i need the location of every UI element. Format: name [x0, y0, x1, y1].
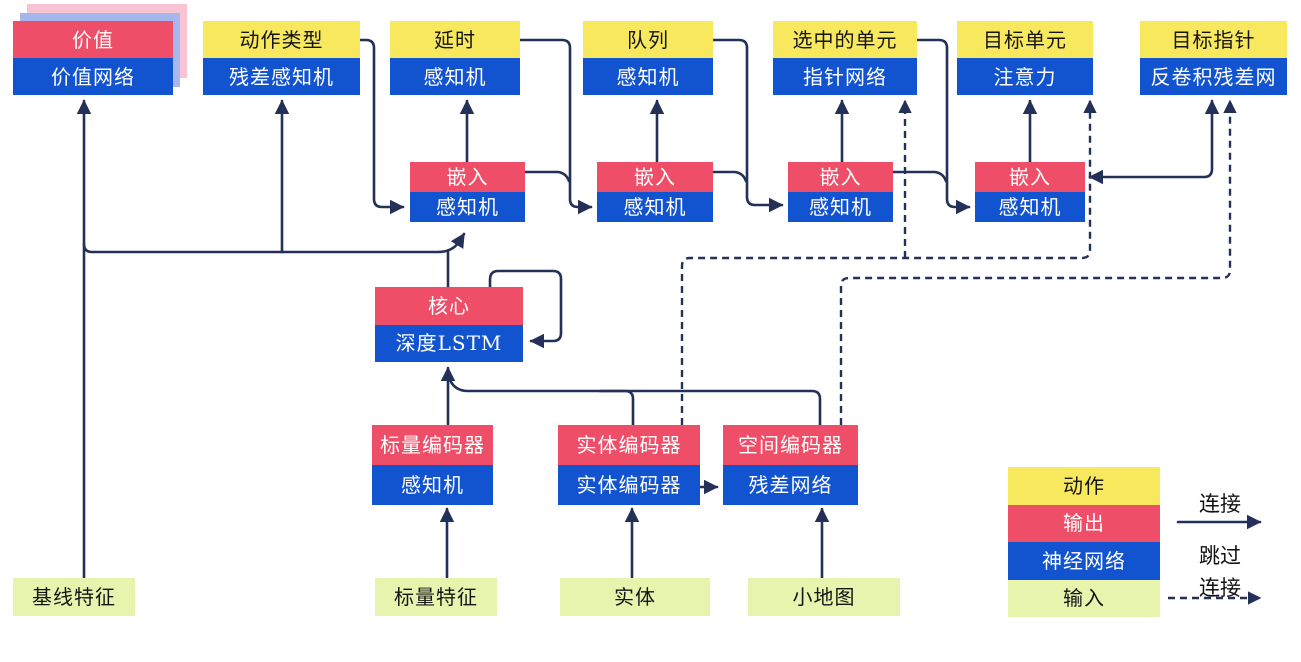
input-scalar-features-label: 标量特征	[375, 578, 497, 616]
embed-1: 嵌入 感知机	[410, 162, 525, 222]
input-entities-label: 实体	[560, 578, 710, 616]
input-minimap-label: 小地图	[748, 578, 900, 616]
core-label: 核心	[375, 287, 523, 325]
embed-4-network-label: 感知机	[975, 192, 1085, 222]
embed-4: 嵌入 感知机	[975, 162, 1085, 222]
conn-core-bus	[82, 232, 466, 254]
legend-skip-label-line1: 跳过	[1199, 544, 1241, 568]
embed-2-label: 嵌入	[597, 162, 713, 192]
encoder-spatial-label: 空间编码器	[723, 425, 858, 465]
head-action-type-label: 动作类型	[203, 21, 360, 58]
legend-network-swatch: 神经网络	[1008, 542, 1160, 580]
encoder-entity-network-label: 实体编码器	[558, 465, 700, 505]
head-selected-units: 选中的单元 指针网络	[773, 21, 917, 95]
embed-3-label: 嵌入	[788, 162, 893, 192]
legend-skip-label-line2: 连接	[1199, 576, 1241, 600]
core-block: 核心 深度LSTM	[375, 287, 523, 362]
conn-core-self-loop	[488, 269, 563, 349]
input-baseline-features: 基线特征	[13, 578, 135, 616]
conn-actiontype-to-embed1	[358, 38, 405, 215]
head-action-type: 动作类型 残差感知机	[203, 21, 360, 95]
conn-entityenc-to-core	[598, 389, 635, 427]
conn-spatialenc-to-core	[448, 378, 822, 427]
conn-embed1-out	[523, 170, 571, 183]
legend-input-swatch: 输入	[1008, 579, 1160, 617]
embed-1-network-label: 感知机	[410, 192, 525, 222]
input-baseline-features-label: 基线特征	[13, 578, 135, 616]
embed-4-label: 嵌入	[975, 162, 1085, 192]
encoder-scalar-label: 标量编码器	[372, 425, 493, 465]
head-target-point-network-label: 反卷积残差网	[1140, 58, 1287, 95]
input-minimap: 小地图	[748, 578, 900, 616]
encoder-spatial: 空间编码器 残差网络	[723, 425, 858, 505]
embed-2-network-label: 感知机	[597, 192, 713, 222]
input-entities: 实体	[560, 578, 710, 616]
head-delay-network-label: 感知机	[390, 58, 520, 95]
encoder-entity-label: 实体编码器	[558, 425, 700, 465]
embed-2: 嵌入 感知机	[597, 162, 713, 222]
conn-embed4-targetpoint	[1088, 99, 1220, 185]
head-delay-label: 延时	[390, 21, 520, 58]
head-action-type-network-label: 残差感知机	[203, 58, 360, 95]
head-delay: 延时 感知机	[390, 21, 520, 95]
embed-3-network-label: 感知机	[788, 192, 893, 222]
head-target-unit-network-label: 注意力	[957, 58, 1093, 95]
embed-3: 嵌入 感知机	[788, 162, 893, 222]
input-scalar-features: 标量特征	[375, 578, 497, 616]
conn-embed2-out	[711, 170, 748, 183]
encoder-scalar-network-label: 感知机	[372, 465, 493, 505]
head-queue: 队列 感知机	[583, 21, 713, 95]
legend-link-label: 连接	[1199, 492, 1241, 516]
legend-swatches: 动作 输出 神经网络 输入	[1008, 467, 1160, 617]
skip-entityenc-to-attention	[680, 99, 1097, 425]
encoder-spatial-network-label: 残差网络	[723, 465, 858, 505]
conn-queue-to-embed3	[711, 38, 784, 213]
head-queue-label: 队列	[583, 21, 713, 58]
embed-1-label: 嵌入	[410, 162, 525, 192]
head-value: 价值 价值网络	[13, 21, 173, 95]
head-value-network-label: 价值网络	[13, 58, 173, 95]
head-queue-network-label: 感知机	[583, 58, 713, 95]
conn-delay-to-embed2	[518, 38, 593, 215]
head-target-unit: 目标单元 注意力	[957, 21, 1093, 95]
core-network-label: 深度LSTM	[375, 324, 523, 362]
head-selected-units-network-label: 指针网络	[773, 58, 917, 95]
encoder-scalar: 标量编码器 感知机	[372, 425, 493, 505]
head-selected-units-label: 选中的单元	[773, 21, 917, 58]
head-target-unit-label: 目标单元	[957, 21, 1093, 58]
head-target-point-label: 目标指针	[1140, 21, 1287, 58]
conn-embed3-out	[891, 170, 948, 183]
skip-spatialenc-to-targetpoint	[839, 99, 1237, 425]
conn-selected-to-embed4	[915, 38, 971, 215]
legend-action-swatch: 动作	[1008, 467, 1160, 505]
encoder-entity: 实体编码器 实体编码器	[558, 425, 700, 505]
head-value-output-label: 价值	[13, 21, 173, 58]
legend-output-swatch: 输出	[1008, 504, 1160, 542]
head-target-point: 目标指针 反卷积残差网	[1140, 21, 1287, 95]
